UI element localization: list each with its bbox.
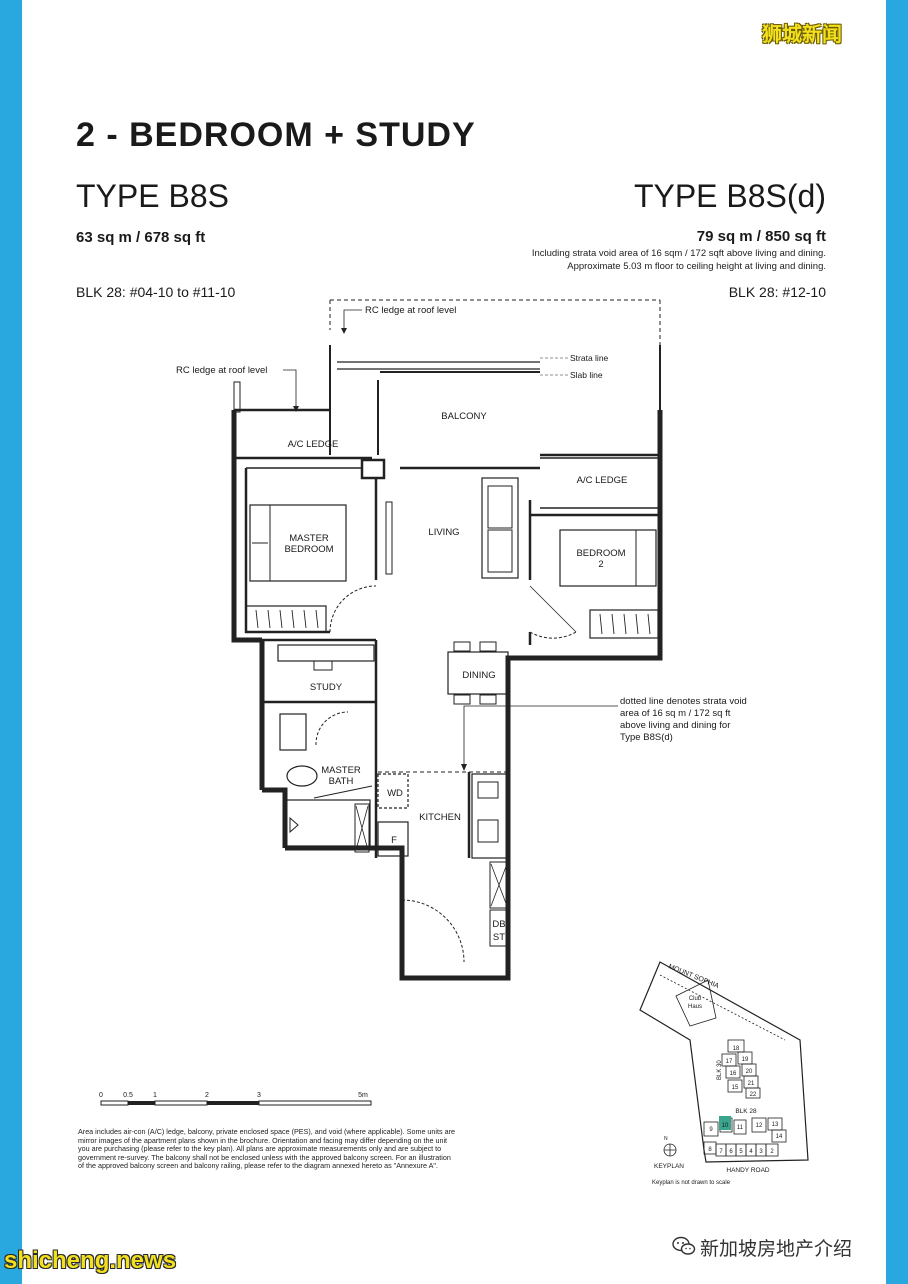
fridge xyxy=(377,821,409,857)
clubhouse-label-1: Club xyxy=(689,996,702,1002)
living-label: LIVING xyxy=(428,527,459,538)
scale-label: 3 xyxy=(257,1092,261,1099)
keyplan-unit: 3 xyxy=(759,1149,763,1155)
scale-label: 2 xyxy=(205,1092,209,1099)
ceiling-height-note: Approximate 5.03 m floor to ceiling heig… xyxy=(567,261,826,272)
kitchen-counter xyxy=(471,773,509,859)
blk-units-left: BLK 28: #04-10 to #11-10 xyxy=(76,284,236,300)
void-note-3: above living and dining for xyxy=(620,720,730,731)
balcony-label: BALCONY xyxy=(441,411,487,422)
strata-void-note: Including strata void area of 16 sqm / 1… xyxy=(531,248,826,259)
wd-label: WD xyxy=(387,788,403,799)
ac-ledge-right-label: A/C LEDGE xyxy=(577,475,628,486)
road-mount-sophia: MOUNT SOPHIA xyxy=(667,963,720,990)
highlighted-unit xyxy=(719,1116,731,1130)
area-left: 63 sq m / 678 sq ft xyxy=(76,229,206,246)
sofa xyxy=(481,477,519,579)
shower xyxy=(285,799,371,847)
fridge-label: F xyxy=(391,835,397,846)
blk-units-right: BLK 28: #12-10 xyxy=(728,284,826,300)
bedroom2-label-2: 2 xyxy=(598,559,603,570)
rc-ledge-top-label: RC ledge at roof level xyxy=(365,305,456,316)
watermark-top: 狮城新闻 xyxy=(762,24,842,46)
master-bedroom-label-1: MASTER xyxy=(289,533,329,544)
keyplan-note: Keyplan is not drawn to scale xyxy=(652,1180,731,1186)
keyplan-map: 18 17 19 16 20 15 21 22 10 11 12 13 9 14… xyxy=(639,961,809,1186)
keyplan-unit: 16 xyxy=(730,1071,737,1077)
scale-label: 0 xyxy=(99,1092,103,1099)
blk28-label: BLK 28 xyxy=(735,1108,757,1115)
study-desk xyxy=(277,644,375,662)
kitchen-label: KITCHEN xyxy=(419,812,461,823)
unit-type-right: TYPE B8S(d) xyxy=(633,178,826,214)
keyplan-label: KEYPLAN xyxy=(654,1163,684,1170)
keyplan-unit: 17 xyxy=(726,1059,733,1065)
strata-line-label: Strata line xyxy=(570,353,609,363)
keyplan-unit: 14 xyxy=(776,1134,783,1140)
unit-type-left: TYPE B8S xyxy=(76,178,229,214)
ac-ledge-left-label: A/C LEDGE xyxy=(288,439,339,450)
keyplan-unit: 11 xyxy=(737,1125,744,1131)
keyplan-unit: 10 xyxy=(722,1123,729,1129)
master-wardrobe xyxy=(245,605,327,633)
keyplan-unit: 8 xyxy=(708,1147,712,1153)
study-label: STUDY xyxy=(310,682,343,693)
wechat-icon xyxy=(672,1236,696,1255)
area-right: 79 sq m / 850 sq ft xyxy=(696,228,826,245)
keyplan-unit: 12 xyxy=(756,1123,763,1129)
outer-wall xyxy=(231,410,663,981)
bedroom2-label-1: BEDROOM xyxy=(576,548,625,559)
db-label: DB xyxy=(492,919,505,930)
keyplan-unit: 13 xyxy=(772,1122,779,1128)
void-note-1: dotted line denotes strata void xyxy=(620,696,747,707)
keyplan-unit: 19 xyxy=(742,1057,749,1063)
watermark-site: shicheng.news xyxy=(4,1247,177,1274)
master-bath-label-1: MASTER xyxy=(321,765,361,776)
keyplan-unit: 22 xyxy=(750,1092,757,1098)
page-title: 2 - BEDROOM + STUDY xyxy=(76,116,476,154)
master-bath-label-2: BATH xyxy=(329,776,354,787)
dining-label: DINING xyxy=(462,670,495,681)
dining-table xyxy=(447,651,509,695)
scale-label: 1 xyxy=(153,1092,157,1099)
road-handy-road: HANDY ROAD xyxy=(726,1167,770,1174)
keyplan-unit: 15 xyxy=(732,1085,739,1091)
washer-dryer xyxy=(377,773,409,809)
keyplan-unit: 6 xyxy=(729,1149,733,1155)
keyplan-unit: 2 xyxy=(770,1149,774,1155)
disclaimer: Area includes air-con (A/C) ledge, balco… xyxy=(78,1127,456,1171)
scale-label: 0.5 xyxy=(123,1092,133,1099)
scale-bar: 0 0.5 1 2 3 5m xyxy=(99,1092,372,1106)
blk30-label: BLK 30 xyxy=(717,1060,723,1080)
master-bedroom-label-2: BEDROOM xyxy=(284,544,333,555)
keyplan-unit: 9 xyxy=(709,1127,713,1133)
keyplan-unit: 20 xyxy=(746,1069,753,1075)
void-note-2: area of 16 sq m / 172 sq ft xyxy=(620,708,731,719)
bedroom2-wardrobe xyxy=(589,609,659,639)
void-note-4: Type B8S(d) xyxy=(620,732,673,743)
keyplan-unit: 4 xyxy=(749,1149,753,1155)
toilet xyxy=(286,765,318,787)
clubhouse-label-2: Haus xyxy=(688,1004,702,1010)
scale-label: 5m xyxy=(358,1092,368,1099)
keyplan-unit: 7 xyxy=(719,1149,723,1155)
strata-void-outline xyxy=(329,299,661,773)
keyplan-unit: 18 xyxy=(733,1046,740,1052)
st-label: ST xyxy=(493,932,505,943)
watermark-wechat-account: 新加坡房地产介绍 xyxy=(700,1239,853,1260)
north-label: N xyxy=(664,1136,668,1142)
rc-ledge-left-label: RC ledge at roof level xyxy=(176,365,267,376)
keyplan-unit: 21 xyxy=(748,1081,755,1087)
keyplan-unit: 5 xyxy=(739,1149,743,1155)
slab-line-label: Slab line xyxy=(570,370,603,380)
